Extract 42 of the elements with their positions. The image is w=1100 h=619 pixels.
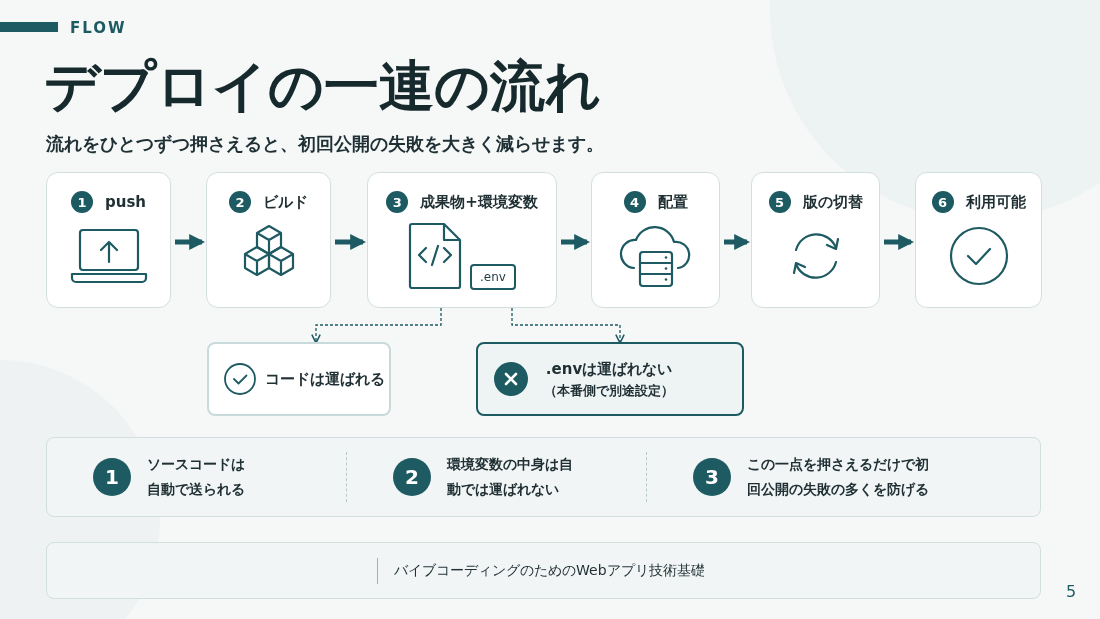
step-card — [46, 172, 171, 308]
step-title: push — [105, 192, 146, 213]
step-title: 利用可能 — [965, 192, 1026, 213]
arrow — [335, 234, 367, 250]
arrow — [561, 234, 591, 250]
step-card — [751, 172, 880, 308]
step-title: 成果物+環境変数 — [420, 192, 538, 213]
number-badge: 3 — [693, 458, 731, 496]
footer-text: バイブコーディングのためのWebアプリ技術基礎 — [394, 561, 705, 580]
carried-card — [207, 342, 391, 416]
section-label: FLOW — [70, 18, 127, 39]
summary-text: この一点を押さえるだけで初回公開の失敗の多くを防げる — [747, 455, 930, 499]
page-number: 5 — [1066, 581, 1077, 603]
step-card — [206, 172, 331, 308]
number-badge: 2 — [393, 458, 431, 496]
step-card — [915, 172, 1042, 308]
arrow — [175, 234, 206, 250]
result-text: コードは運ばれる — [265, 368, 385, 390]
dashed-arrow — [311, 307, 442, 344]
number-badge: 3 — [386, 191, 409, 214]
summary-text: 環境変数の中身は自動では運ばれない — [447, 455, 574, 499]
step-title: 版の切替 — [802, 192, 863, 213]
dashed-arrow — [511, 307, 625, 344]
subtitle: 流れをひとつずつ押さえると、初回公開の失敗を大きく減らせます。 — [46, 132, 604, 156]
not-carried-card — [476, 342, 744, 416]
result-text: .envは運ばれない — [545, 359, 673, 380]
number-badge: 6 — [931, 191, 954, 214]
number-badge: 1 — [93, 458, 131, 496]
number-badge: 4 — [623, 191, 646, 214]
step-title: 配置 — [657, 192, 688, 213]
number-badge: 1 — [71, 191, 93, 214]
step-card — [591, 172, 720, 308]
env-file-tag: .env — [470, 264, 516, 291]
step-card — [367, 172, 557, 308]
number-badge: 5 — [768, 191, 791, 214]
step-title: ビルド — [263, 192, 308, 213]
page-title: デプロイの一連の流れ — [44, 54, 601, 118]
number-badge: 2 — [229, 191, 251, 214]
arrow — [884, 234, 915, 250]
arrow — [724, 234, 751, 250]
result-note: （本番側で別途設定） — [544, 381, 674, 400]
summary-text: ソースコードは自動で送られる — [147, 455, 246, 499]
